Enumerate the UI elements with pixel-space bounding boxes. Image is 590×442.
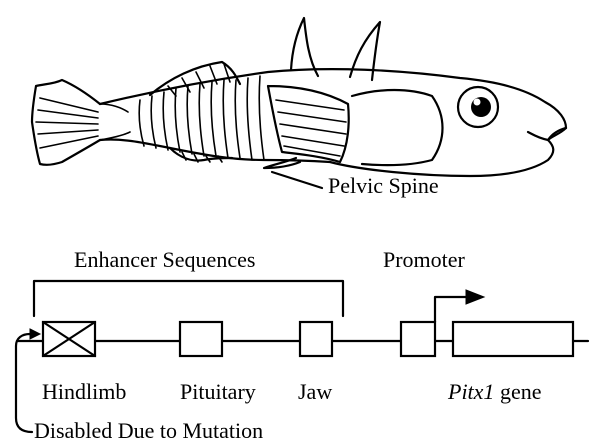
- pituitary-label: Pituitary: [180, 379, 256, 404]
- fish-pupil: [471, 97, 491, 117]
- promoter-box: [401, 322, 435, 356]
- enhancer-sequences-label: Enhancer Sequences: [74, 247, 255, 272]
- pituitary-enhancer-box: [180, 322, 222, 356]
- pitx1-gene-suffix: gene: [494, 379, 541, 404]
- jaw-label: Jaw: [298, 379, 332, 404]
- dorsal-spine-2: [350, 22, 380, 80]
- dorsal-spine-1: [291, 18, 318, 76]
- disabled-note-label: Disabled Due to Mutation: [34, 418, 263, 442]
- pelvic-spine-label: Pelvic Spine: [328, 173, 439, 198]
- mutation-callout-arrowhead: [30, 329, 40, 339]
- pitx1-gene-label: Pitx1 gene: [447, 379, 541, 404]
- hindlimb-label: Hindlimb: [42, 379, 126, 404]
- fish-mouth: [528, 128, 566, 140]
- mutation-callout-line: [16, 334, 32, 432]
- jaw-enhancer-box: [300, 322, 332, 356]
- promoter-label: Promoter: [383, 247, 466, 272]
- pelvic-spine-leader: [272, 172, 322, 188]
- hindlimb-enhancer-box: [43, 322, 95, 356]
- enhancer-bracket: [34, 281, 343, 316]
- promoter-arrow: [435, 297, 470, 322]
- pitx1-gene-name: Pitx1: [447, 379, 494, 404]
- promoter-arrow-head: [466, 290, 484, 304]
- stickleback-fish-illustration: [32, 18, 566, 176]
- pitx1-gene-box: [453, 322, 573, 356]
- gill-cover: [352, 90, 443, 165]
